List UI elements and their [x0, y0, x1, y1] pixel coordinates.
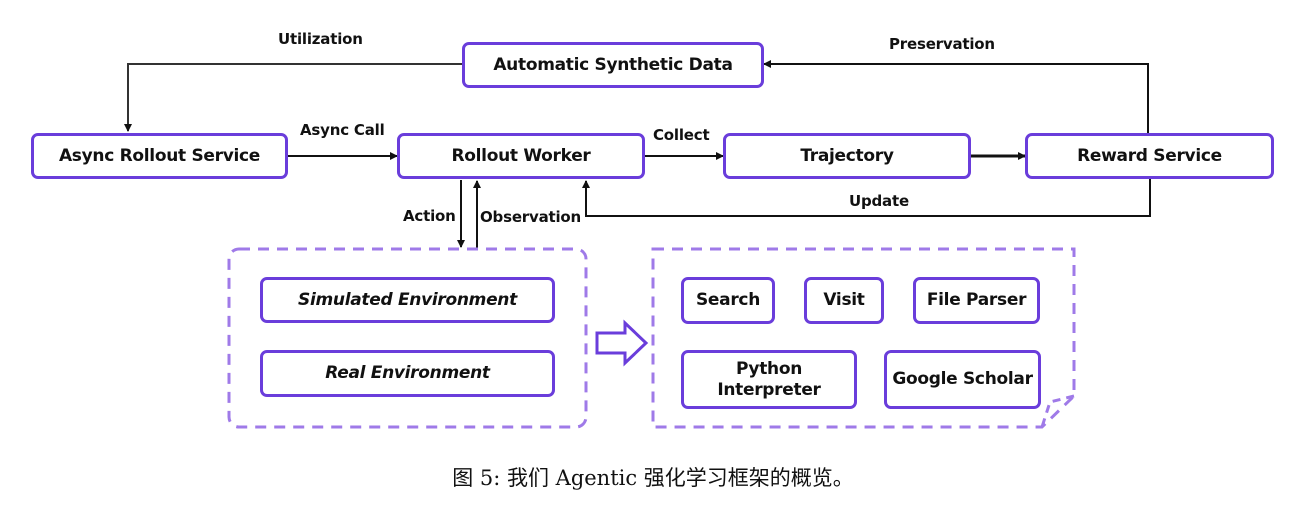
preservation-label: Preservation — [889, 35, 995, 53]
async-rollout-service-node: Async Rollout Service — [31, 133, 288, 179]
reward-service-node: Reward Service — [1025, 133, 1274, 179]
block-arrow-icon — [595, 319, 649, 367]
tool-google-scholar: Google Scholar — [884, 350, 1041, 409]
figure-caption: 图 5: 我们 Agentic 强化学习框架的概览。 — [452, 466, 854, 490]
environment-group — [227, 247, 588, 429]
tool-file-parser: File Parser — [913, 277, 1040, 324]
action-label: Action — [403, 207, 456, 225]
simulated-environment-node: Simulated Environment — [260, 277, 555, 323]
real-environment-node: Real Environment — [260, 350, 555, 397]
async-call-label: Async Call — [300, 121, 385, 139]
tool-search: Search — [681, 277, 775, 324]
trajectory-node: Trajectory — [723, 133, 971, 179]
utilization-label: Utilization — [278, 30, 363, 48]
collect-label: Collect — [653, 126, 710, 144]
update-label: Update — [849, 192, 909, 210]
rollout-worker-node: Rollout Worker — [397, 133, 645, 179]
preservation-arrow — [763, 60, 1149, 133]
tools-group-fold — [1040, 394, 1075, 428]
automatic-synthetic-data-node: Automatic Synthetic Data — [462, 42, 764, 88]
utilization-arrow — [124, 63, 462, 132]
observation-label: Observation — [480, 208, 581, 226]
tool-python-interpreter: Python Interpreter — [681, 350, 857, 409]
update-arrow — [582, 179, 1151, 217]
tools-group — [651, 247, 1076, 429]
tool-visit: Visit — [804, 277, 884, 324]
